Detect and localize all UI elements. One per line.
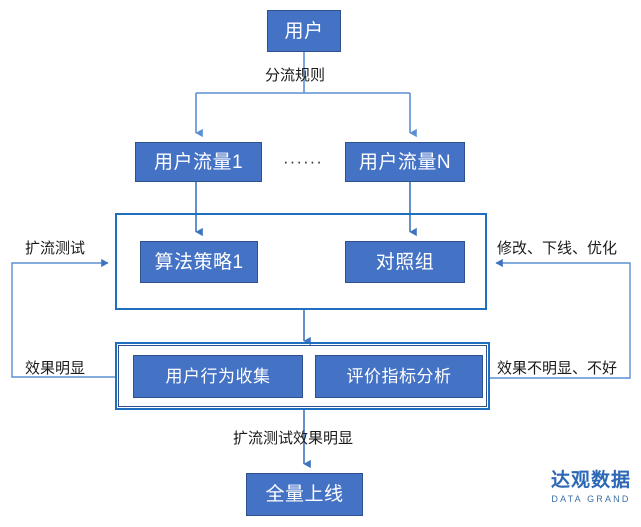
analysis-group-container [115,342,490,410]
edge-left-feedback-loop [11,258,115,378]
node-full-launch-label: 全量上线 [265,484,344,505]
node-behavior-collect-label: 用户行为收集 [165,367,271,386]
node-metric-analysis-label: 评价指标分析 [346,367,452,386]
edge-label-split-rule: 分流规则 [265,67,326,84]
brand-logo-cn: 达观数据 [550,470,631,491]
edge-right-feedback-loop [490,258,631,379]
edge-user-to-split [195,52,417,138]
edge-label-modify-offline-optimize: 修改、下线、优化 [497,240,618,257]
ellipsis-between-traffic-nodes: ······ [283,152,323,171]
node-control-group-label: 对照组 [375,251,435,273]
experiment-group-container [115,213,487,310]
edge-label-expand-test-effect-obvious: 扩流测试效果明显 [233,430,354,447]
node-user[interactable]: 用户 [267,10,341,52]
node-user-label: 用户 [284,20,324,42]
node-traffic-1[interactable]: 用户流量1 [135,142,262,182]
node-full-launch[interactable]: 全量上线 [246,473,363,516]
node-traffic-n[interactable]: 用户流量N [345,142,465,182]
edge-label-effect-obvious: 效果明显 [25,360,86,377]
brand-logo-en: DATA GRAND [551,493,631,504]
node-metric-analysis[interactable]: 评价指标分析 [315,355,483,398]
node-behavior-collect[interactable]: 用户行为收集 [133,355,303,398]
brand-logo: 达观数据 DATA GRAND [546,470,636,506]
node-strategy-1[interactable]: 算法策略1 [140,241,258,283]
edge-label-effect-not-obvious: 效果不明显、不好 [497,360,618,377]
node-traffic-n-label: 用户流量N [358,151,452,173]
node-control-group[interactable]: 对照组 [345,241,465,283]
edge-label-expand-test: 扩流测试 [25,240,86,257]
node-strategy-1-label: 算法策略1 [154,251,244,273]
node-traffic-1-label: 用户流量1 [153,151,244,173]
